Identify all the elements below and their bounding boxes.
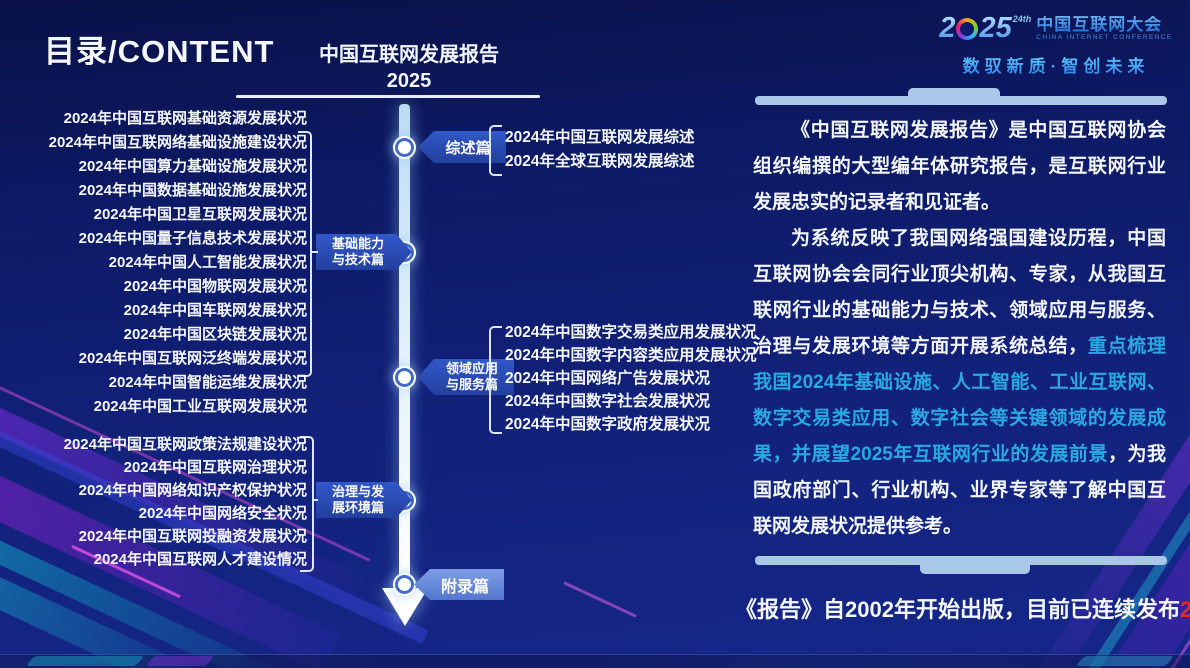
toc-item: 2024年中国互联网泛终端发展状况 <box>78 350 307 367</box>
toc-item: 2024年中国互联网络基础设施建设状况 <box>48 134 307 151</box>
stage-label-foundation: 基础能力 与技术篇 <box>316 234 412 270</box>
publication-note: 《报告》自2002年开始出版，目前已连续发布24年 <box>735 595 1190 625</box>
stage-label-text: 展环境篇 <box>331 500 384 515</box>
chapter-list-governance: 2024年中国互联网政策法规建设状况 2024年中国互联网治理状况 2024年中… <box>35 433 307 571</box>
panel-bottom-bar <box>755 556 1167 565</box>
description-text: ，为我国政府部门、行业机构、业界专家等了解中国互联网发展状况提供参考。 <box>753 444 1166 537</box>
stage-label-text: 与服务篇 <box>445 377 498 392</box>
toc-item: 2024年中国算力基础设施发展状况 <box>78 158 307 175</box>
report-title-line1: 中国互联网发展报告 <box>319 44 499 66</box>
toc-item: 2024年中国区块链发展状况 <box>123 326 307 343</box>
report-title-year: 2025 <box>386 70 432 92</box>
chapter-list-domain: 2024年中国数字交易类应用发展状况 2024年中国数字内容类应用发展状况 20… <box>505 321 756 436</box>
toc-item: 2024年中国互联网发展综述 <box>505 129 695 146</box>
timeline-node-domain <box>398 370 411 384</box>
publication-note-text: 《报告》自2002年开始出版，目前已连续发布 <box>735 597 1180 622</box>
bracket-connector <box>312 499 318 501</box>
toc-item: 2024年中国互联网基础资源发展状况 <box>63 110 307 127</box>
bracket-governance <box>300 436 314 572</box>
stage-label-governance: 治理与发 展环境篇 <box>316 482 412 518</box>
bottom-strip <box>0 654 1190 668</box>
report-title: 中国互联网发展报告 2025 <box>278 42 540 94</box>
toc-item: 2024年中国互联网治理状况 <box>123 459 307 476</box>
stage-label-text: 附录篇 <box>440 578 489 596</box>
decor-streak <box>145 656 215 666</box>
logo-year-suffix: 25 <box>979 12 1012 44</box>
stage-label-text: 与技术篇 <box>331 252 384 267</box>
timeline-node-overview <box>398 140 411 154</box>
toc-item: 2024年中国互联网政策法规建设状况 <box>63 436 307 453</box>
toc-item: 2024年中国数字政府发展状况 <box>505 416 710 433</box>
toc-item: 2024年中国互联网人才建设情况 <box>93 551 307 568</box>
title-underline <box>236 95 540 98</box>
stage-label-text: 基础能力 <box>331 236 384 251</box>
toc-item: 2024年中国数据基础设施发展状况 <box>78 182 307 199</box>
panel-bottom-tab <box>920 564 1030 574</box>
bracket-foundation <box>298 131 312 377</box>
logo-row: 2 25 24th 中国互联网大会 CHINA INTERNET CONFERE… <box>936 12 1176 45</box>
panel-top-bar <box>755 96 1167 105</box>
toc-item: 2024年中国网络知识产权保护状况 <box>78 482 307 499</box>
publication-note-highlight: 24年 <box>1179 597 1190 622</box>
toc-item: 2024年中国量子信息技术发展状况 <box>78 230 307 247</box>
toc-item: 2024年中国互联网投融资发展状况 <box>78 528 307 545</box>
stage-label-text: 治理与发 <box>331 484 384 499</box>
panel-top-tab <box>908 88 1000 97</box>
bracket-domain-items <box>489 326 502 434</box>
chapter-list-foundation: 2024年中国互联网基础资源发展状况 2024年中国互联网络基础设施建设状况 2… <box>35 107 307 419</box>
toc-item: 2024年中国物联网发展状况 <box>123 278 307 295</box>
logo-slogan: 数驭新质·智创未来 <box>936 52 1176 77</box>
logo-year-prefix: 2 <box>939 12 956 44</box>
logo-names: 中国互联网大会 CHINA INTERNET CONFERENCE <box>1036 16 1172 42</box>
bracket-overview-items <box>489 125 502 176</box>
stage-label-text: 领域应用 <box>445 361 498 376</box>
decor-streak <box>1075 656 1175 666</box>
conference-logo: 2 25 24th 中国互联网大会 CHINA INTERNET CONFERE… <box>936 12 1176 77</box>
stage-label-domain: 领域应用 与服务篇 <box>418 359 514 395</box>
toc-item: 2024年中国网络安全状况 <box>138 505 307 522</box>
toc-item: 2024年中国车联网发展状况 <box>123 302 307 319</box>
decor-streak <box>25 656 145 666</box>
toc-item: 2024年全球互联网发展综述 <box>505 153 695 170</box>
description-paragraph-1: 《中国互联网发展报告》是中国互联网协会组织编撰的大型编年体研究报告，是互联网行业… <box>753 120 1166 213</box>
stage-label-appendix: 附录篇 <box>414 569 504 600</box>
chapter-list-overview: 2024年中国互联网发展综述 2024年全球互联网发展综述 <box>505 126 694 174</box>
timeline-bar <box>399 104 410 588</box>
timeline-arrow-icon <box>382 588 428 626</box>
toc-item: 2024年中国智能运维发展状况 <box>108 374 307 391</box>
toc-item: 2024年中国网络广告发展状况 <box>505 370 710 387</box>
stage-label-text: 综述篇 <box>445 139 491 157</box>
toc-item: 2024年中国卫星互联网发展状况 <box>93 206 307 223</box>
toc-item: 2024年中国数字内容类应用发展状况 <box>505 347 757 364</box>
logo-name-en: CHINA INTERNET CONFERENCE <box>1036 33 1173 41</box>
timeline-node-appendix <box>398 577 411 591</box>
toc-item: 2024年中国人工智能发展状况 <box>108 254 307 271</box>
report-description: 《中国互联网发展报告》是中国互联网协会组织编撰的大型编年体研究报告，是互联网行业… <box>753 113 1166 545</box>
toc-item: 2024年中国数字社会发展状况 <box>505 393 710 410</box>
logo-name-cn: 中国互联网大会 <box>1036 16 1172 33</box>
description-highlight: 重点梳理我国2024年基础设施、人工智能、工业互联网、数字交易类应用、数字社会等… <box>753 336 1166 465</box>
toc-item: 2024年中国工业互联网发展状况 <box>93 398 307 415</box>
description-paragraph-2: 为系统反映了我国网络强国建设历程，中国互联网协会会同行业顶尖机构、专家，从我国互… <box>753 221 1166 545</box>
page-title: 目录/CONTENT <box>44 34 275 69</box>
description-text: 为系统反映了我国网络强国建设历程，中国互联网协会会同行业顶尖机构、专家，从我国互… <box>753 228 1166 357</box>
logo-year: 2 25 24th <box>939 12 1032 45</box>
logo-edition: 24th <box>1012 13 1032 24</box>
globe-icon <box>956 17 979 40</box>
stage-label-overview: 综述篇 <box>418 131 506 163</box>
toc-item: 2024年中国数字交易类应用发展状况 <box>505 324 757 341</box>
bracket-connector <box>310 251 318 253</box>
